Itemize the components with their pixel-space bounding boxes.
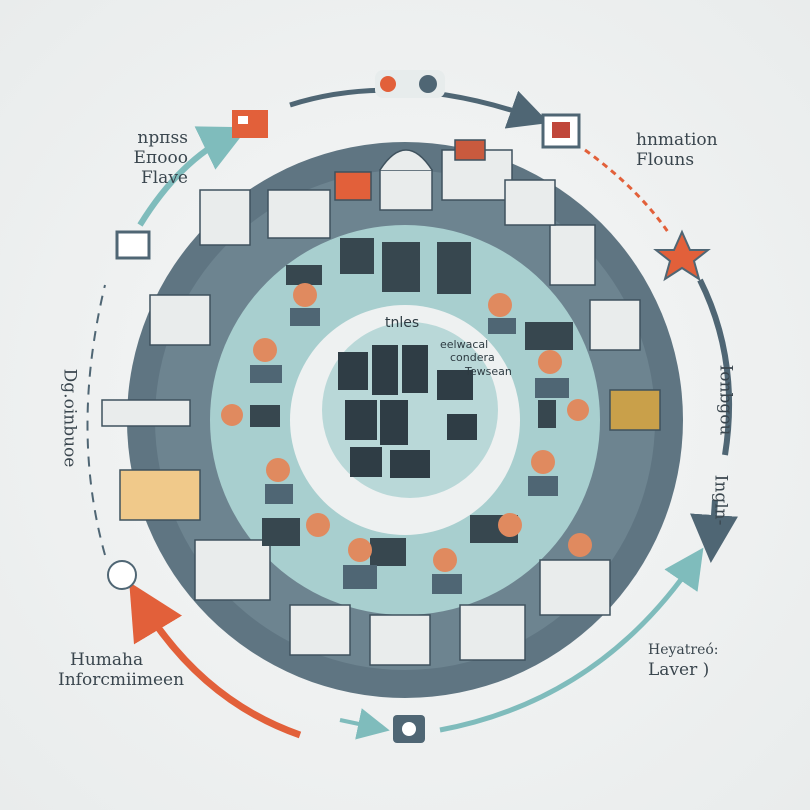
cycle-arrow-bottom-right: [439, 547, 704, 733]
label-bottom-left: Humaha Inforcmiimeen: [58, 650, 184, 690]
label-line: Flave: [140, 168, 188, 188]
outer-ring-icons: [101, 139, 661, 666]
label-line: Inforcmiimeen: [58, 670, 185, 690]
label-line: npпss: [137, 128, 188, 148]
cycle-arrow-top-right: [584, 148, 672, 236]
cycle-arrow-top-left: [137, 126, 249, 227]
cycle-arrow-bottom-left: [129, 581, 302, 739]
label-line: Eпооо: [133, 148, 188, 168]
label-top-left: npпss Eпооо Flave: [128, 128, 188, 188]
label-left-vertical: Dg.oinbuoe: [59, 368, 80, 468]
cycle-arrow-left: [86, 284, 106, 556]
middle-ring-people: [221, 238, 592, 594]
label-top-right: hnmation Flouns: [636, 130, 718, 170]
label-right-vertical-1: Ionbgou: [715, 364, 736, 436]
cycle-arrow-bottom: [339, 708, 390, 740]
cycle-arrow-right: [697, 278, 733, 456]
cycle-arrow-right-down: [690, 499, 738, 563]
label-right-vertical-2: Ingln-: [710, 474, 731, 526]
label-line: Flouns: [636, 150, 695, 170]
center-label-line: condera: [450, 351, 495, 364]
center-label-line: Tewsean: [465, 365, 512, 378]
center-label-title: tnles: [385, 315, 420, 331]
label-line: hnmation: [636, 130, 718, 150]
label-line: Laver ): [648, 660, 710, 680]
core-screens: [338, 345, 477, 478]
label-line: Heyatreó:: [648, 642, 719, 658]
label-line: Humaha: [70, 650, 144, 670]
label-bottom-right: Heyatreó: Laver ): [648, 640, 719, 680]
center-label-line: eelwacal: [440, 338, 489, 351]
building-icons: [107, 70, 711, 743]
